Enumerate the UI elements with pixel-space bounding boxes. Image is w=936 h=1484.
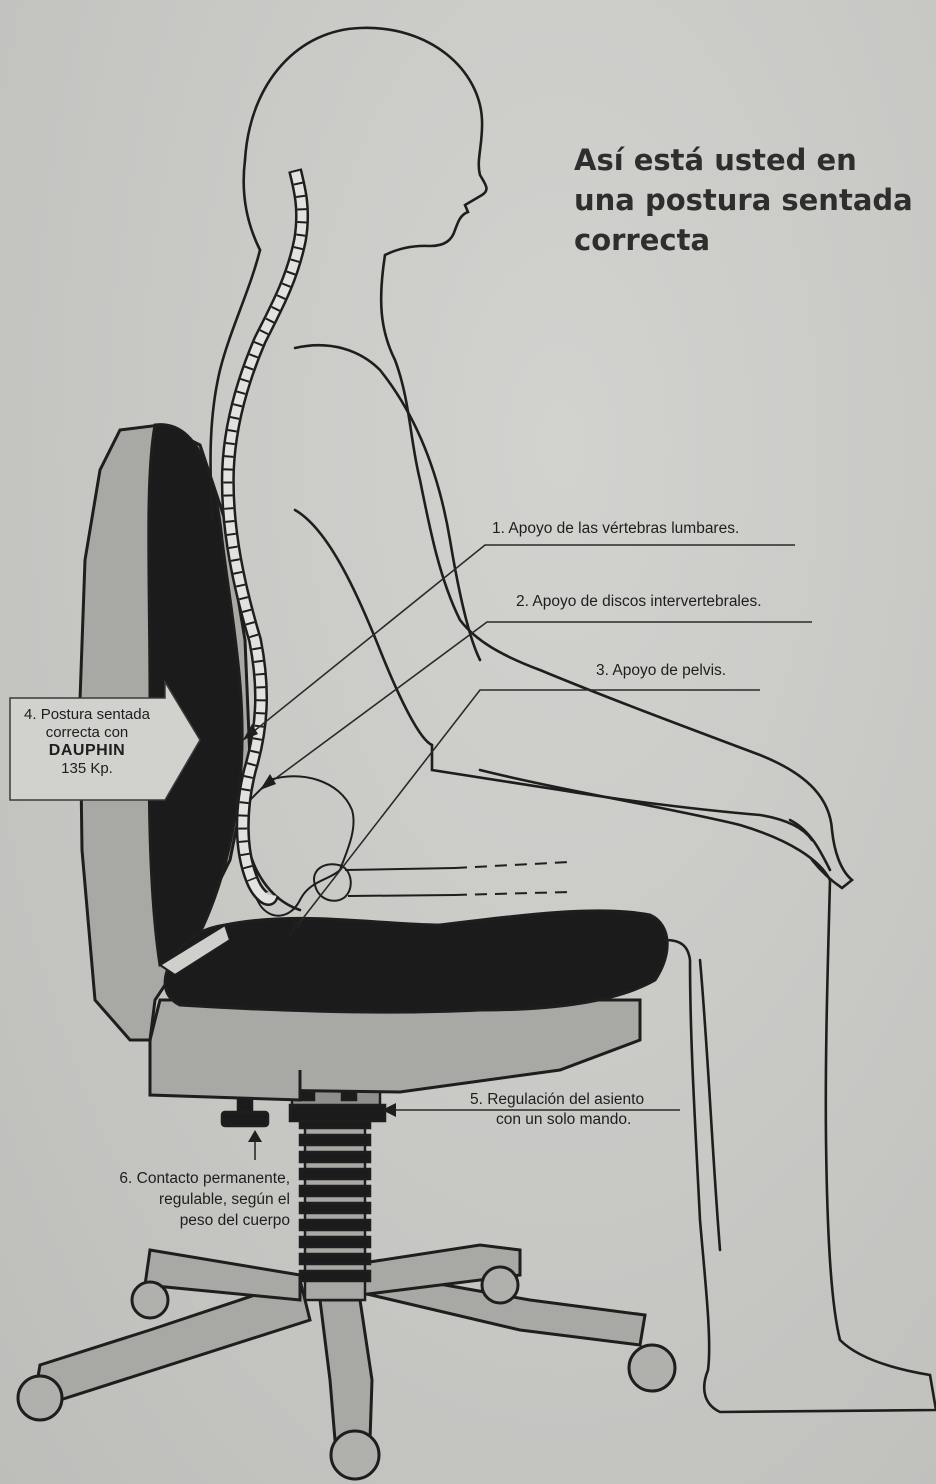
femur-dash-2	[455, 892, 570, 895]
callout-5-line-2: con un solo mando.	[470, 1110, 690, 1130]
callout-4-line-2: correcta con	[12, 724, 162, 742]
weight-knob	[222, 1098, 268, 1126]
femur	[345, 868, 455, 896]
callout-6-line-2: regulable, según el	[80, 1189, 290, 1210]
title-line-1: Así está usted en	[574, 140, 924, 180]
callout-line-2	[260, 622, 812, 790]
page-title: Así está usted en una postura sentada co…	[574, 140, 924, 260]
callout-6-label: 6. Contacto permanente, regulable, según…	[80, 1168, 290, 1231]
caster-front-left	[18, 1376, 62, 1420]
arrowhead-6	[248, 1130, 262, 1142]
callout-4-weight: 135 Kp.	[12, 760, 162, 778]
spine	[228, 170, 302, 899]
head-outline	[245, 28, 486, 255]
caster-back-right	[482, 1267, 518, 1303]
title-line-3: correcta	[574, 220, 924, 260]
back-outline	[210, 250, 260, 520]
callout-4-line-1: 4. Postura sentada	[12, 706, 162, 724]
back-of-head	[244, 160, 260, 250]
callout-5-line-1: 5. Regulación del asiento	[470, 1090, 690, 1110]
callout-4-label: 4. Postura sentada correcta con DAUPHIN …	[12, 706, 162, 778]
femur-dash-1	[455, 862, 570, 868]
caster-front-center	[331, 1431, 379, 1479]
base-leg-front-center	[320, 1300, 372, 1440]
base-leg-back-left	[145, 1250, 300, 1300]
callout-1-label: 1. Apoyo de las vértebras lumbares.	[492, 520, 739, 538]
seat-cushion	[165, 911, 667, 1012]
arm-line	[295, 345, 480, 660]
callout-line-3	[290, 690, 760, 935]
callout-3-label: 3. Apoyo de pelvis.	[596, 662, 726, 680]
forearm-line	[432, 745, 812, 840]
arrowhead-2	[260, 774, 276, 790]
calf-back	[700, 960, 720, 1250]
callout-line-1	[243, 545, 795, 740]
callout-6-line-1: 6. Contacto permanente,	[80, 1168, 290, 1189]
caster-back-left	[132, 1282, 168, 1318]
callout-5-label: 5. Regulación del asiento con un solo ma…	[470, 1090, 690, 1130]
callout-6-line-3: peso del cuerpo	[80, 1210, 290, 1231]
elbow-line	[295, 510, 432, 745]
pelvis-bones	[245, 776, 570, 915]
caster-right	[629, 1345, 675, 1391]
callout-4-brand: DAUPHIN	[12, 742, 162, 760]
shin-front	[665, 880, 936, 1412]
callout-2-label: 2. Apoyo de discos intervertebrales.	[516, 593, 762, 611]
title-line-2: una postura sentada	[574, 180, 924, 220]
